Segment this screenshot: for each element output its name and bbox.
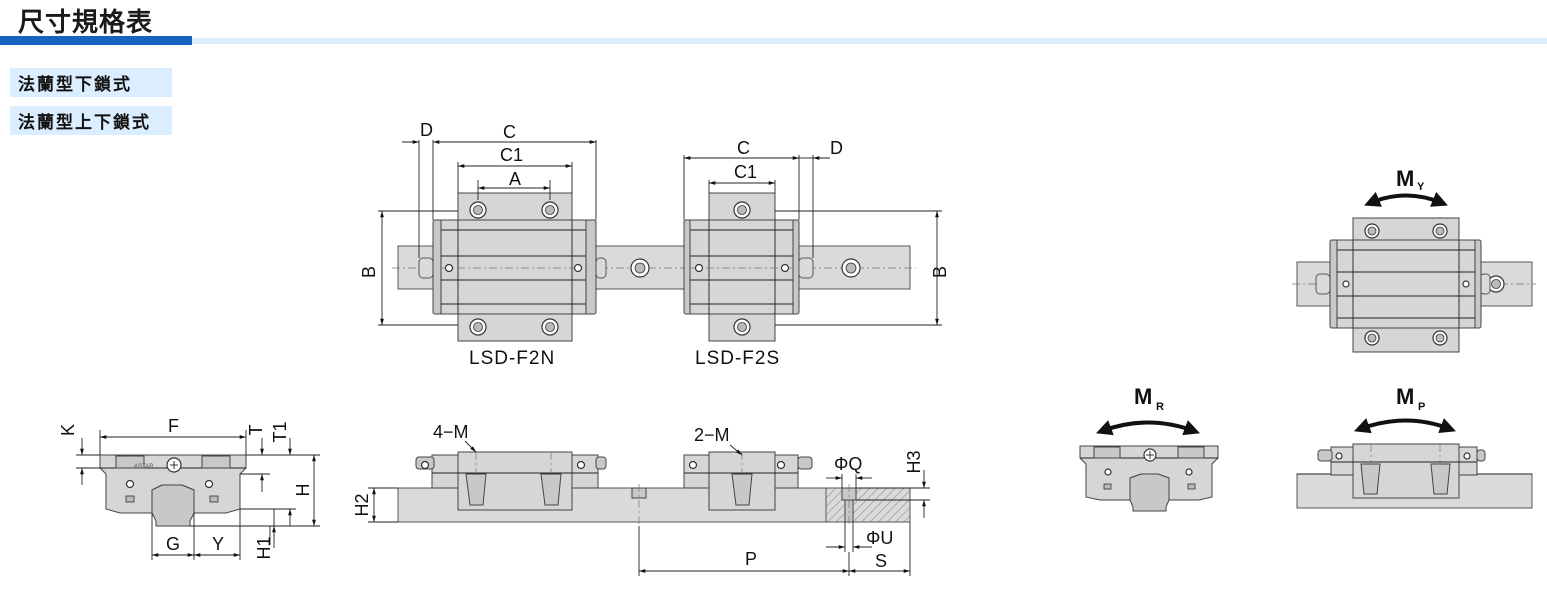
moment-my-sub: Y: [1417, 181, 1425, 193]
page-title: 尺寸規格表: [18, 8, 154, 38]
dim-label-4m: 4−M: [433, 422, 469, 442]
dim-label-g: G: [166, 534, 180, 554]
brand-mark: ASTAR: [134, 464, 154, 470]
dim-label-f: F: [168, 416, 179, 436]
title-underline: [192, 38, 1547, 44]
dim-label-h1: H1: [254, 536, 274, 559]
title-underline-accent: [0, 36, 192, 45]
block-f2n: [432, 192, 597, 342]
dim-label-t: T: [246, 425, 266, 436]
moment-my-view: M Y: [1292, 166, 1536, 353]
dim-label-s: S: [875, 551, 887, 571]
block-f2s: [683, 192, 814, 342]
moment-mr-label: M: [1134, 384, 1152, 409]
dim-label-phi-u: ΦU: [866, 528, 893, 548]
moment-mr-view: M R: [1079, 384, 1219, 512]
model-label-f2n: LSD-F2N: [469, 348, 555, 369]
type-tag-upper-lower-lock: 法蘭型上下鎖式: [10, 106, 172, 135]
dim-label-h2: H2: [352, 493, 372, 516]
dim-label-2m: 2−M: [694, 425, 730, 445]
model-label-f2s: LSD-F2S: [695, 348, 780, 369]
dim-label-c1: C1: [500, 145, 523, 165]
dim-label-c: C: [503, 122, 516, 142]
dim-label-c-right: C: [737, 138, 750, 158]
dim-label-p: P: [745, 549, 757, 569]
moment-mp-label: M: [1396, 384, 1414, 409]
dim-label-a: A: [509, 169, 521, 189]
moment-mp-view: M P: [1296, 384, 1533, 509]
dim-label-y: Y: [212, 534, 224, 554]
dim-label-c1-right: C1: [734, 162, 757, 182]
dim-label-t1: T1: [270, 421, 290, 442]
dim-label-d-right: D: [830, 138, 843, 158]
dim-label-h3: H3: [904, 450, 924, 473]
dim-label-b-right: B: [930, 266, 950, 278]
side-view: 4−M 2−M ΦQ H3 H2 ΦU P S: [352, 422, 930, 576]
dim-label-b-left: B: [359, 266, 379, 278]
end-view: ASTAR F K T T1 H H1: [58, 416, 320, 560]
top-view: C C1 A D B C C1 D B LSD-F2N LSD-F2S: [359, 120, 950, 369]
dim-label-d: D: [420, 120, 433, 140]
dim-label-k: K: [58, 424, 78, 436]
type-tag-lower-lock: 法蘭型下鎖式: [10, 68, 172, 97]
dim-label-phi-q: ΦQ: [834, 454, 862, 474]
dim-label-h: H: [293, 484, 313, 497]
moment-mp-sub: P: [1418, 401, 1425, 413]
moment-mr-sub: R: [1156, 401, 1164, 413]
moment-my-label: M: [1396, 166, 1414, 191]
page-header: 尺寸規格表: [0, 0, 1547, 46]
